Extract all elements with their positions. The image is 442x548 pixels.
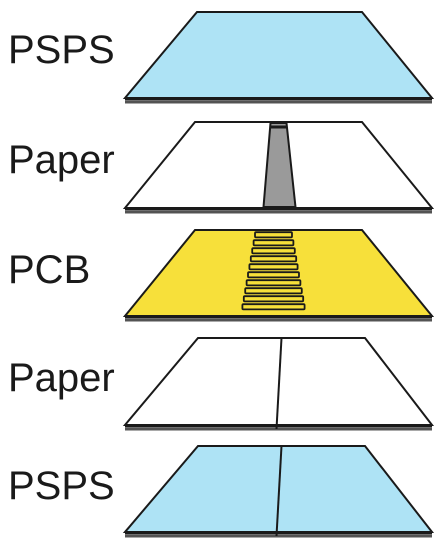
layer-2-coil-turn bbox=[254, 231, 293, 239]
layer-2-coil-turn bbox=[242, 295, 305, 303]
layer-2-coil-turn bbox=[249, 255, 298, 263]
layer-3-center-line bbox=[275, 337, 283, 430]
layer-2-coil-turn bbox=[241, 303, 306, 311]
layer-2-coil-turn bbox=[247, 271, 300, 279]
layer-2-coil-turn bbox=[252, 239, 295, 247]
layer-label-psps-bottom: PSPS bbox=[8, 464, 115, 508]
layer-4-center-line bbox=[275, 445, 283, 537]
layer-2-coil-turn bbox=[244, 287, 303, 295]
layer-2-coil-turn bbox=[248, 263, 299, 271]
layer-label-paper-upper: Paper bbox=[8, 138, 115, 182]
layer-label-pcb: PCB bbox=[8, 248, 91, 292]
layer-label-paper-lower: Paper bbox=[8, 356, 115, 400]
layer-2-coil-turn bbox=[245, 279, 302, 287]
layer-1-tapered-strip bbox=[262, 122, 297, 208]
layer-2-coil-turn bbox=[251, 247, 296, 255]
layer-0-sheet bbox=[122, 11, 435, 99]
layer-label-psps-top: PSPS bbox=[8, 28, 115, 72]
